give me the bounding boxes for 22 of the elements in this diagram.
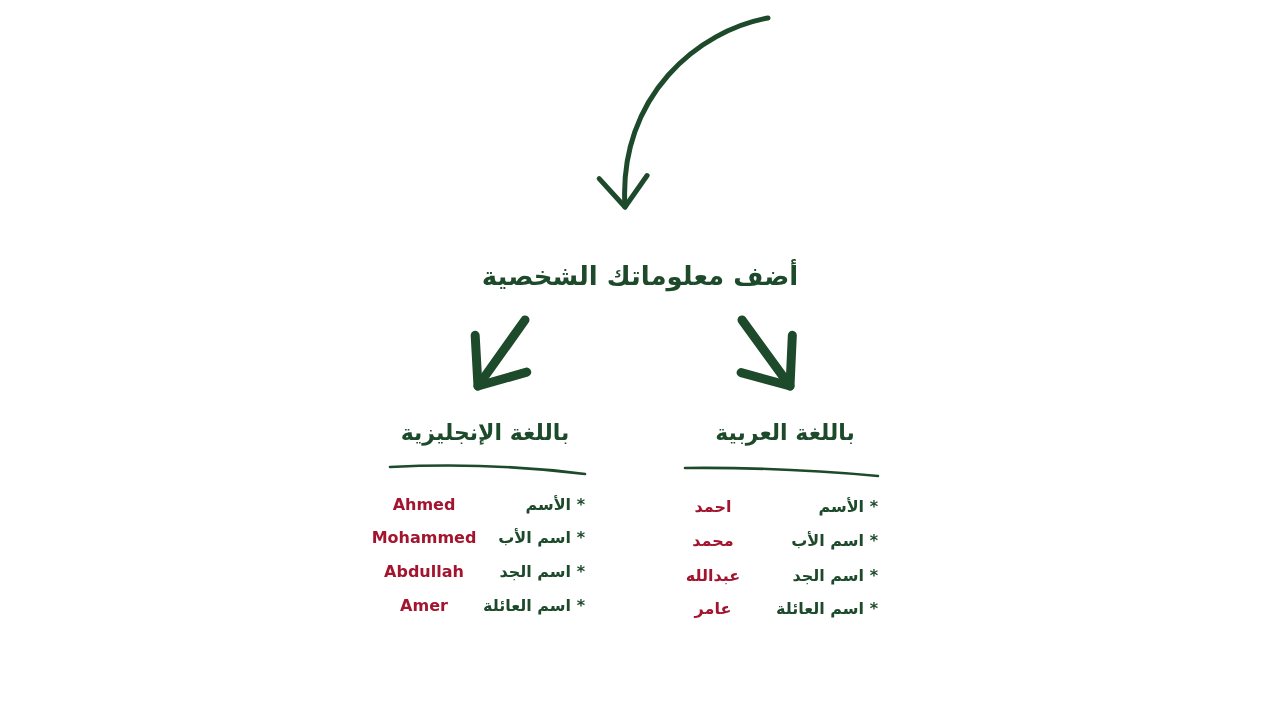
field-label: * الأسم — [525, 495, 585, 515]
section-heading: باللغة العربية — [715, 418, 855, 446]
field-label: * اسم العائلة — [775, 599, 878, 619]
name-value: Ahmed — [392, 495, 456, 515]
title-text: أضف معلوماتك الشخصية — [481, 259, 799, 292]
field-label: * اسم الجد — [792, 566, 878, 586]
name-value: احمد — [694, 497, 732, 517]
field-label: * الأسم — [818, 497, 878, 517]
arrow — [736, 315, 797, 391]
name-value: Mohammed — [371, 528, 477, 548]
name-value: Amer — [400, 596, 448, 616]
name-value: عامر — [694, 599, 732, 619]
section-heading: باللغة الإنجليزية — [400, 418, 570, 446]
name-value: Abdullah — [384, 562, 464, 582]
field-label: * اسم الجد — [499, 562, 585, 582]
curved-arrow — [598, 15, 771, 210]
field-label: * اسم الأب — [791, 531, 878, 551]
name-value: محمد — [692, 531, 734, 551]
field-label: * اسم العائلة — [482, 596, 585, 616]
arrow — [470, 315, 532, 391]
field-label: * اسم الأب — [498, 528, 585, 548]
name-value: عبدالله — [685, 566, 741, 586]
